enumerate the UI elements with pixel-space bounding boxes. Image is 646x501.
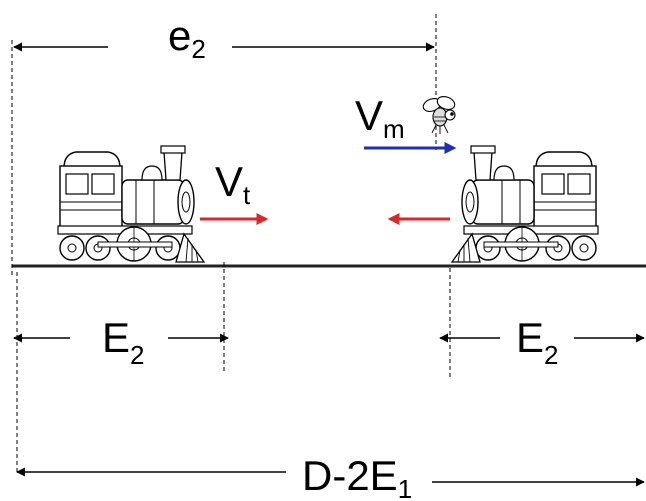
fly-icon	[422, 96, 456, 134]
steam-locomotive-right-icon	[451, 145, 599, 263]
label-D-2E1: D-2E1	[302, 452, 412, 501]
steam-locomotive-left-icon	[57, 145, 205, 263]
label-vt: Vt	[215, 158, 251, 210]
label-E2-right: E2	[516, 314, 558, 370]
label-e2: e2	[168, 12, 206, 64]
label-vm: Vm	[355, 92, 405, 144]
label-E2-left: E2	[102, 314, 144, 370]
